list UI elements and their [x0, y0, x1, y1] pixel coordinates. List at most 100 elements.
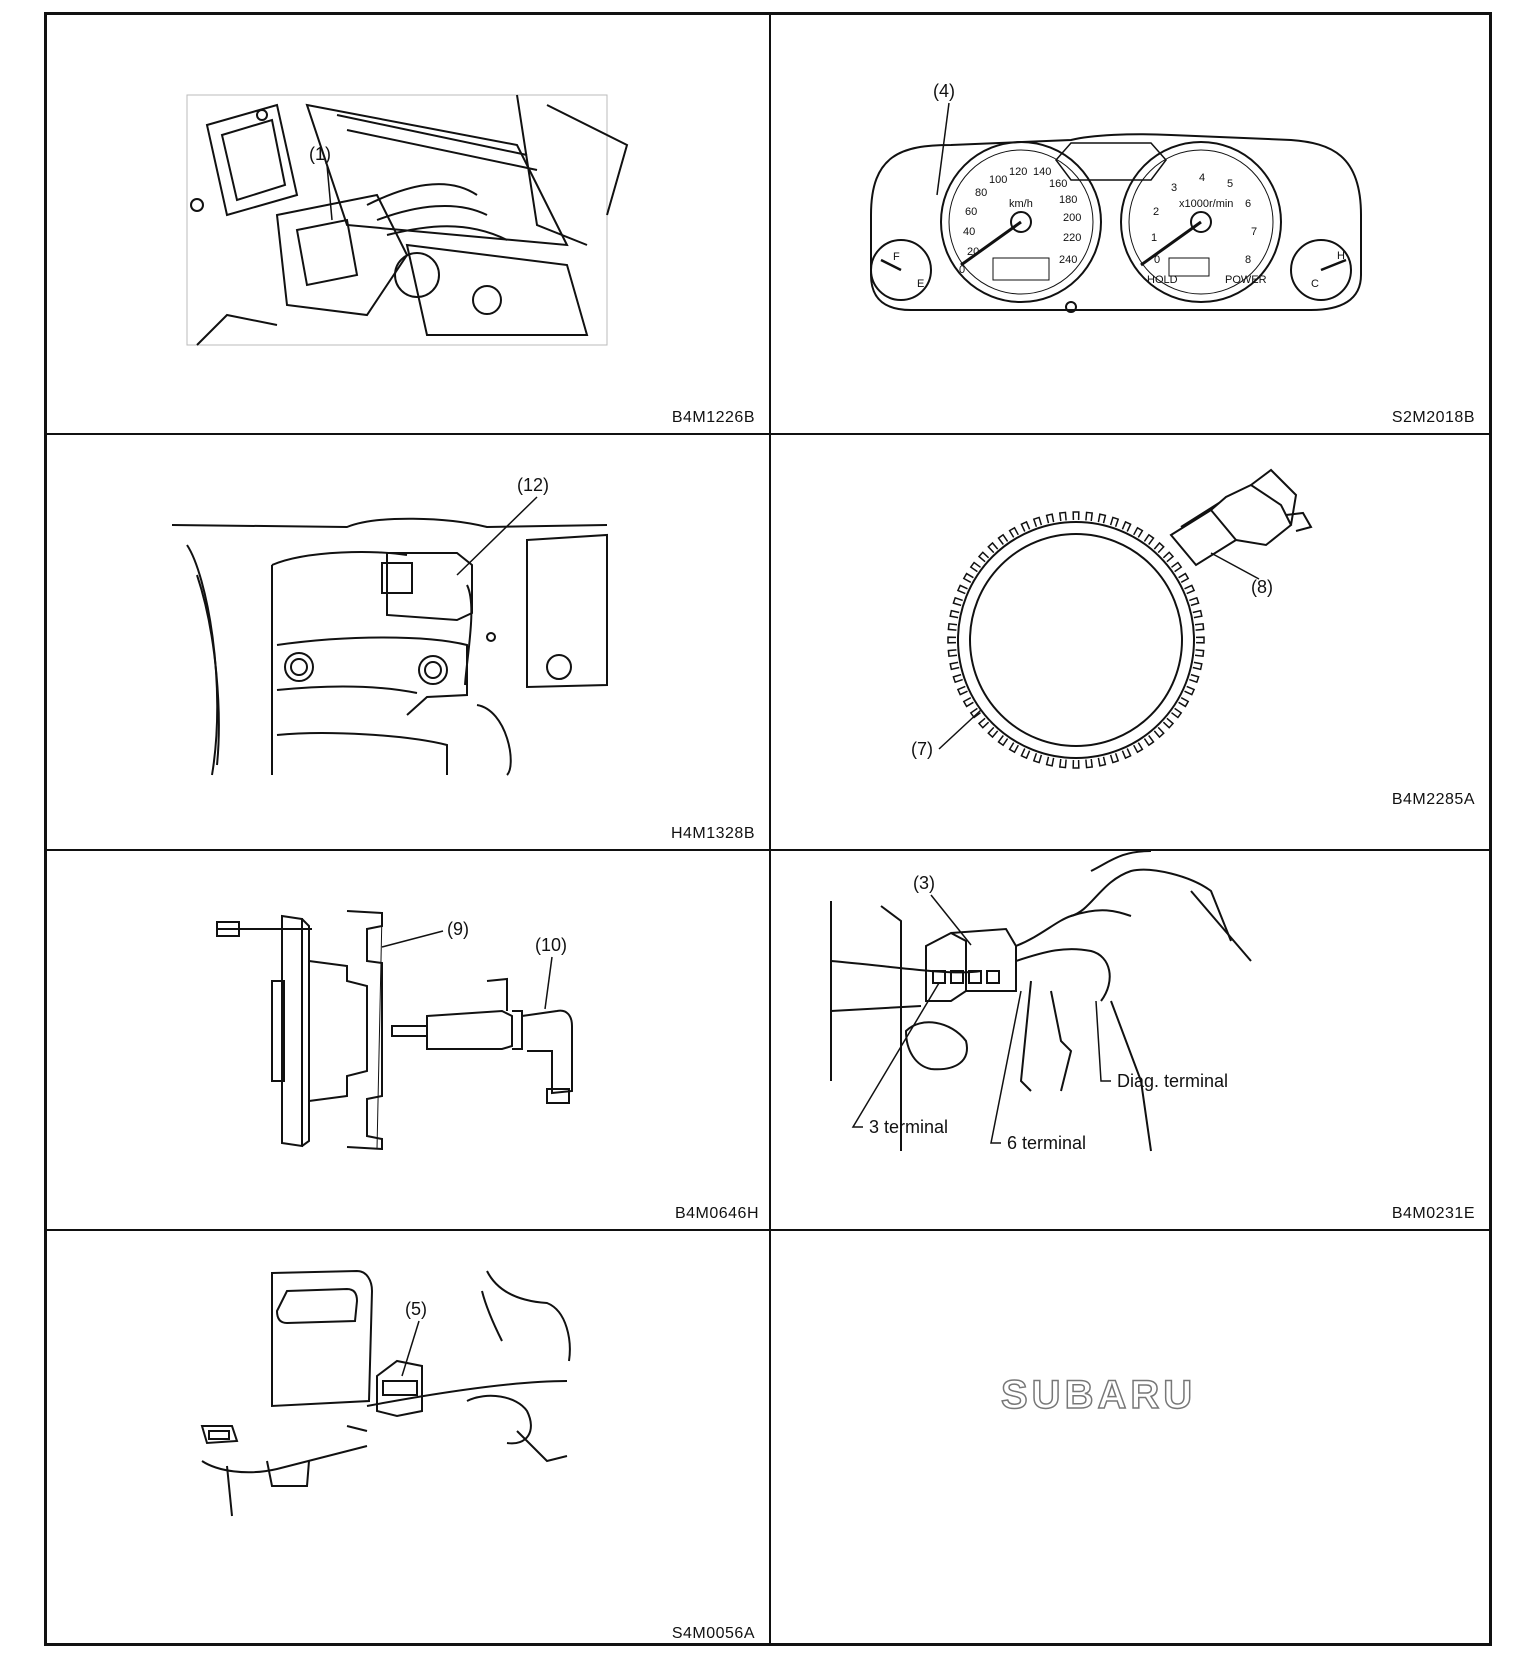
speedo-tick: 40	[963, 226, 975, 238]
tone-ring-tooth	[1032, 516, 1043, 527]
figure-rotor-sensor: (9) (10) B4M0646H	[47, 851, 769, 1229]
tone-ring-tooth	[1097, 756, 1107, 767]
power-label: POWER	[1225, 274, 1267, 286]
tone-ring-tooth	[947, 636, 957, 644]
tone-ring-tooth	[952, 673, 963, 684]
tone-ring-tooth	[1194, 649, 1205, 658]
fuel-full: F	[893, 251, 900, 263]
tone-ring-tooth	[1020, 520, 1031, 532]
tone-ring-tooth	[956, 685, 968, 696]
tone-ring-tooth	[1133, 742, 1144, 754]
speedo-tick: 120	[1009, 166, 1027, 178]
speedo-tick: 80	[975, 187, 987, 199]
tone-ring-tooth	[1143, 533, 1155, 545]
callout: (9)	[447, 919, 469, 939]
figure-instrument-cluster: (4) 0 20 40 60 80 100 120 140 160 180 20…	[771, 15, 1493, 433]
tone-ring-tooth	[969, 707, 981, 719]
callout: (4)	[933, 81, 955, 101]
terminal-label: 6 terminal	[1007, 1133, 1086, 1153]
row-divider	[47, 1229, 1489, 1231]
row-divider	[47, 433, 1489, 435]
tone-ring	[957, 521, 1195, 759]
tone-ring-tooth	[1194, 622, 1205, 631]
tone-ring-tooth	[987, 541, 999, 554]
tone-ring-tooth	[1020, 748, 1031, 760]
tone-ring-tooth	[1085, 758, 1094, 769]
speedo-tick: 0	[959, 264, 965, 276]
tone-ring-tooth	[1109, 753, 1120, 764]
tone-ring-tooth	[997, 533, 1009, 545]
tone-ring-tooth	[1184, 584, 1196, 595]
tacho-tick: 1	[1151, 232, 1157, 244]
figure-abs-unit: (1) B4M1226B	[47, 15, 769, 433]
terminal-label: 3 terminal	[869, 1117, 948, 1137]
diag-connector-illustration: (3) 3 terminal 6 terminal Diag. terminal	[830, 850, 1252, 1153]
subaru-logo: SUBARU	[1000, 1372, 1197, 1418]
tone-ring-tooth	[1162, 717, 1175, 729]
tone-ring-tooth	[1058, 758, 1067, 769]
hold-label: HOLD	[1147, 274, 1178, 286]
tone-ring-tooth	[947, 622, 958, 631]
tone-ring-tooth	[987, 726, 999, 739]
dash-connector-illustration: (5)	[200, 1269, 571, 1517]
tone-ring-tooth	[1153, 726, 1165, 739]
tacho-tick: 0	[1154, 254, 1160, 266]
fuel-empty: E	[917, 278, 924, 290]
figure-dash-connector: (5) S4M0056A	[47, 1231, 769, 1649]
speedometer-ticks: 0 20 40 60 80 100 120 140 160 180 200 22…	[959, 166, 1081, 276]
tone-ring-tooth	[1133, 526, 1144, 538]
tone-ring-tooth	[1121, 748, 1132, 760]
tacho-tick: 6	[1245, 198, 1251, 210]
sensor-bracket-illustration: (12)	[171, 475, 608, 776]
terminal-label: Diag. terminal	[1117, 1071, 1228, 1091]
tone-ring-tooth	[1192, 609, 1203, 619]
speedo-tick: 180	[1059, 194, 1077, 206]
tone-ring-tooth	[1045, 513, 1055, 524]
speedo-tick: 100	[989, 174, 1007, 186]
tone-ring-tooth	[1109, 516, 1120, 527]
tone-ring-tooth	[1195, 636, 1205, 644]
figure-code: S2M2018B	[1391, 409, 1475, 426]
tone-ring-tooth	[1097, 513, 1107, 524]
speedo-tick: 240	[1059, 254, 1077, 266]
tone-ring-tooth	[977, 717, 990, 729]
abs-unit-illustration: (1)	[186, 94, 629, 346]
speedo-unit: km/h	[1009, 198, 1033, 210]
callout: (5)	[405, 1299, 427, 1319]
tone-ring-tooth	[997, 735, 1009, 747]
figure-code: B4M2285A	[1391, 791, 1475, 808]
temp-cold: C	[1311, 278, 1319, 290]
instrument-cluster-illustration: (4) 0 20 40 60 80 100 120 140 160 180 20…	[870, 81, 1362, 313]
figure-code: B4M1226B	[671, 409, 755, 426]
tone-ring-tooth	[1189, 596, 1200, 607]
tone-ring-tooth	[949, 609, 960, 619]
tacho-tick: 5	[1227, 178, 1233, 190]
callout: (3)	[913, 873, 935, 893]
tone-ring-tooth	[1008, 526, 1019, 538]
tone-ring-tooth	[969, 561, 981, 573]
tacho-tick: 3	[1171, 182, 1177, 194]
speed-sensor	[1169, 468, 1313, 567]
tacho-tick: 2	[1153, 206, 1159, 218]
figure-code: H4M1328B	[670, 825, 755, 842]
tone-ring-tooth	[1072, 511, 1080, 521]
tone-ring-tooth	[1192, 661, 1203, 671]
tone-ring-tooth	[1153, 541, 1165, 554]
tone-ring-tooth	[1121, 520, 1132, 532]
tacho-tick: 8	[1245, 254, 1251, 266]
tone-ring-tooth	[1178, 697, 1190, 708]
speedo-tick: 160	[1049, 178, 1067, 190]
tone-wheel-illustration: (8) (7)	[911, 468, 1313, 769]
figure-sensor-bracket: (12) H4M1328B	[47, 435, 769, 849]
figure-code: S4M0056A	[671, 1625, 755, 1642]
figure-diag-connector: (3) 3 terminal 6 terminal Diag. terminal…	[771, 850, 1493, 1229]
tone-ring-tooth	[947, 649, 958, 658]
callout: (12)	[517, 475, 549, 495]
figure-code: B4M0646H	[674, 1205, 759, 1222]
tone-ring-teeth	[947, 511, 1205, 769]
tone-ring-tooth	[1184, 685, 1196, 696]
tone-ring-tooth	[1189, 673, 1200, 684]
tone-ring-tooth	[1171, 561, 1183, 573]
figure-grid: (1) B4M1226B	[44, 12, 1492, 1646]
callout: (8)	[1251, 577, 1273, 597]
